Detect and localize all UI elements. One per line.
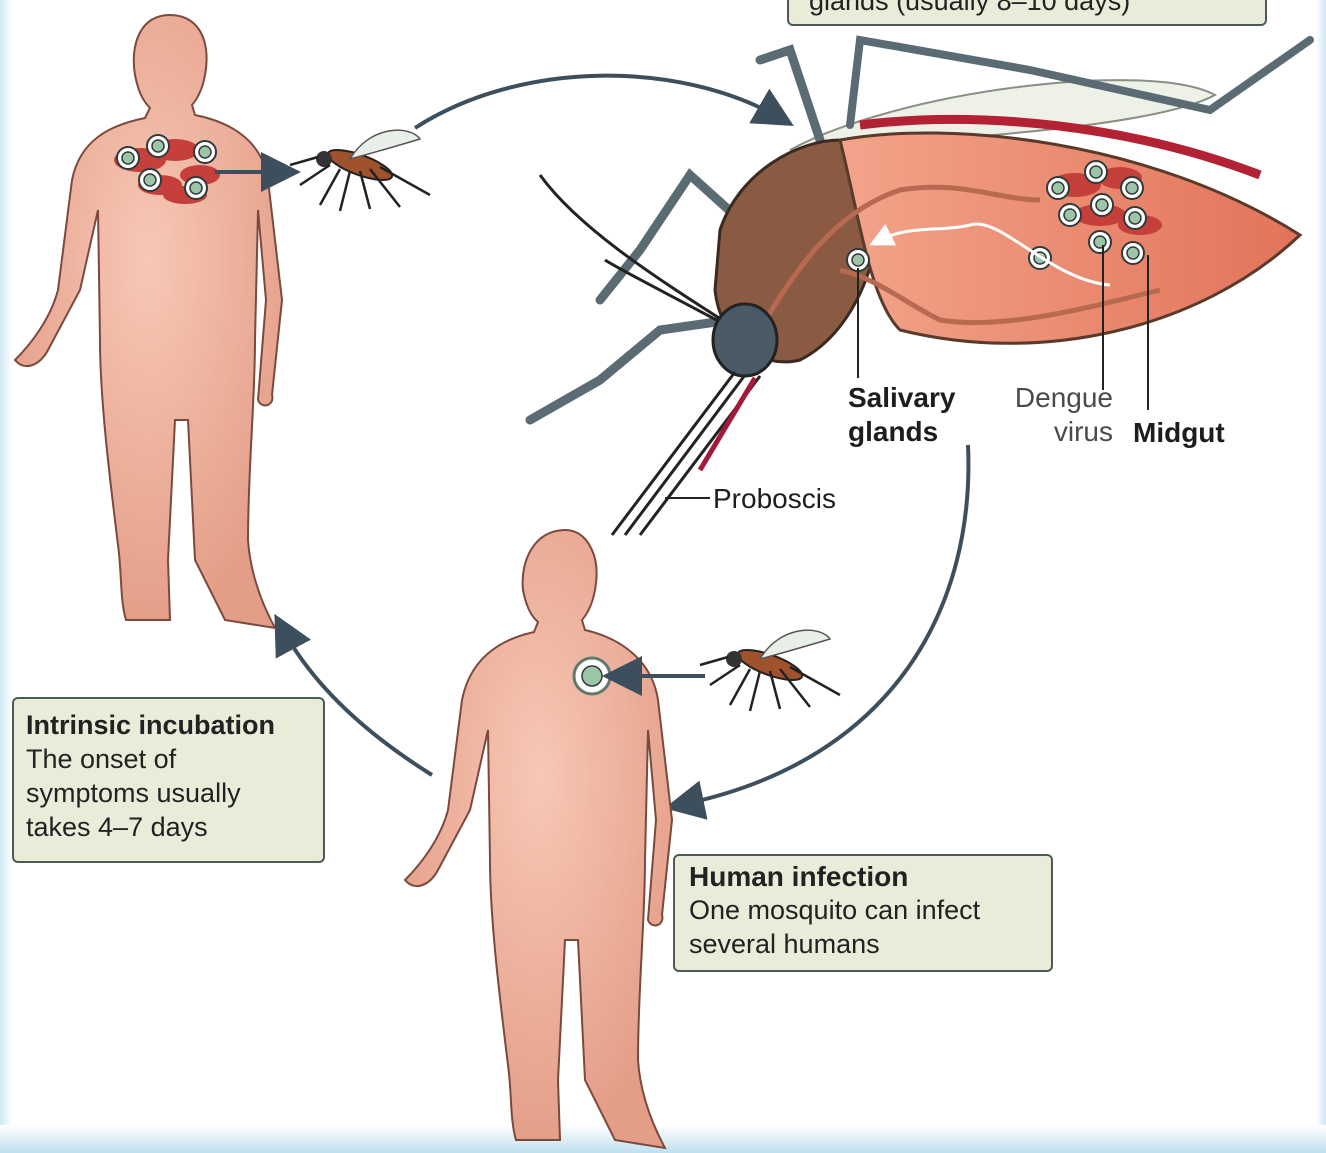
dengue-virus-label: Dengue virus	[1000, 381, 1113, 449]
extrinsic-incubation-text: glands (usually 8–10 days)	[809, 0, 1245, 24]
intrinsic-incubation-body: The onset of symptoms usually takes 4–7 …	[26, 742, 311, 844]
intrinsic-incubation-callout: Intrinsic incubation The onset of sympto…	[12, 697, 325, 863]
intrinsic-incubation-title: Intrinsic incubation	[26, 709, 311, 742]
mosquito-feeding-2	[700, 630, 840, 711]
proboscis-label: Proboscis	[713, 482, 836, 516]
arrow-human-to-mosquito	[415, 76, 780, 128]
human-infection-callout: Human infection One mosquito can infect …	[673, 854, 1053, 972]
salivary-glands-label: Salivary glands	[848, 381, 955, 449]
mosquito-anatomy	[530, 40, 1310, 535]
human-infection-body: One mosquito can infect several humans	[689, 893, 1037, 961]
human-figure-bitten	[405, 530, 705, 1148]
human-figure-infected	[15, 15, 285, 628]
human-infection-title: Human infection	[689, 860, 1037, 893]
mosquito-feeding-1	[290, 130, 430, 211]
midgut-label: Midgut	[1133, 416, 1225, 450]
extrinsic-incubation-callout: glands (usually 8–10 days)	[787, 0, 1267, 26]
